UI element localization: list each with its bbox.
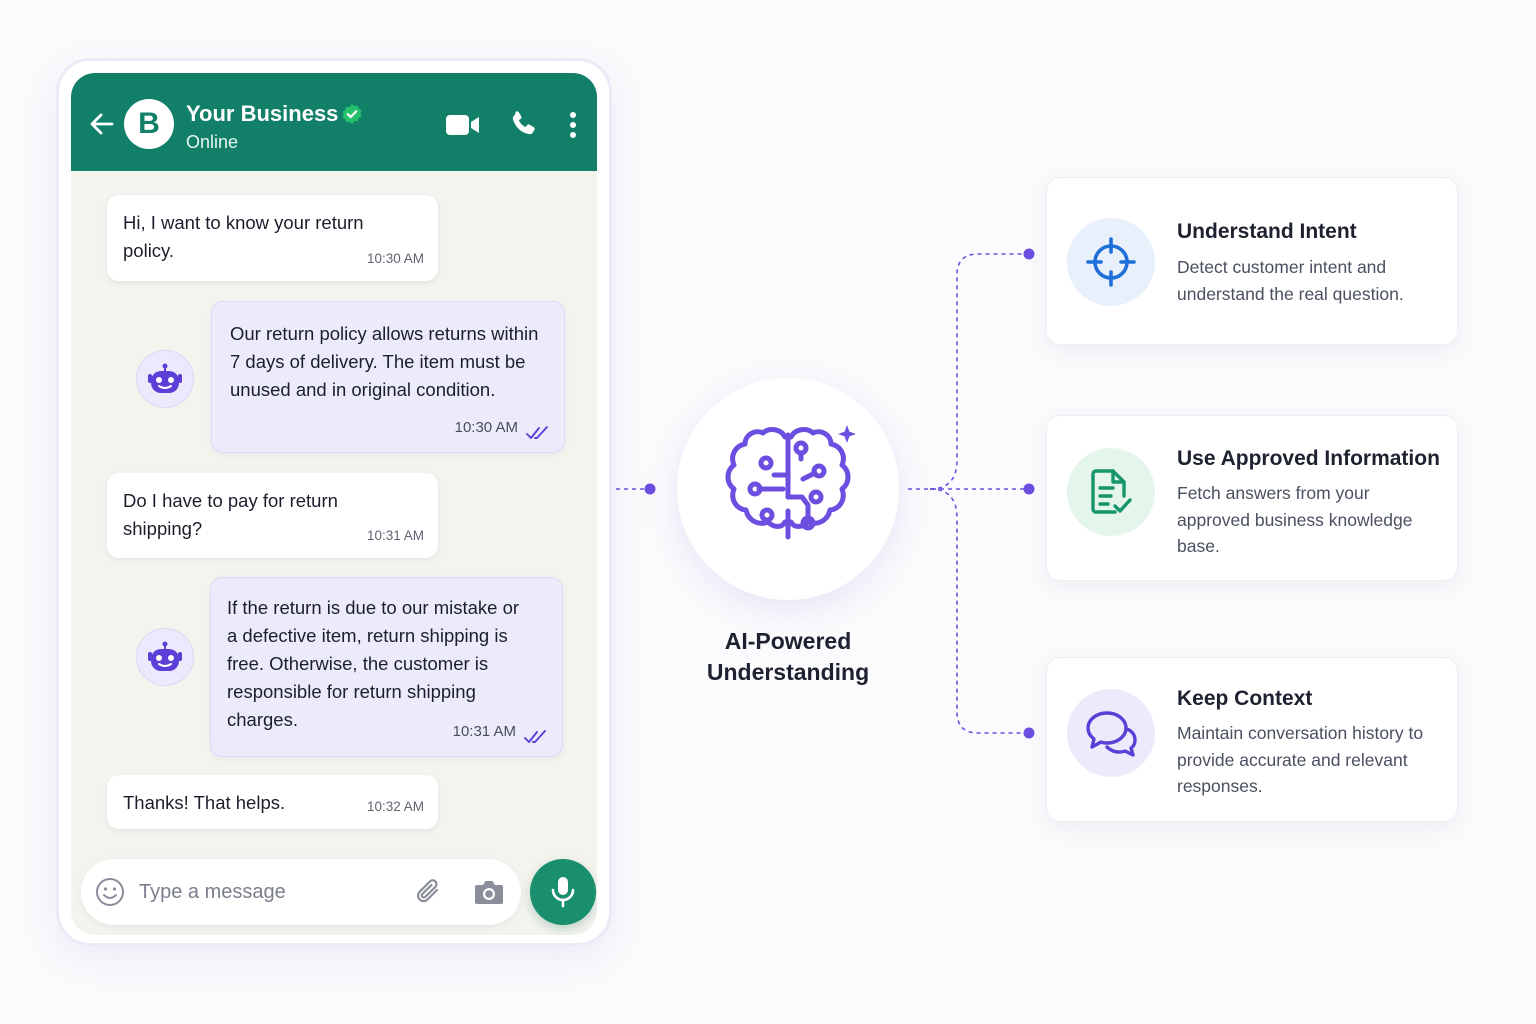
- chat-bubbles-icon: [1086, 711, 1137, 757]
- emoji-icon[interactable]: [95, 877, 125, 907]
- message-input[interactable]: [139, 879, 399, 905]
- microphone-icon: [551, 877, 575, 908]
- icon-circle: [1067, 448, 1155, 536]
- more-options-icon[interactable]: [567, 111, 579, 139]
- bot-message: Our return policy allows returns within …: [211, 301, 565, 453]
- icon-circle: [1067, 689, 1155, 777]
- card-description: Maintain conversation history to provide…: [1177, 723, 1424, 796]
- message-time: 10:30 AM: [454, 419, 518, 436]
- ai-brain-node: [677, 378, 899, 600]
- message-time: 10:31 AM: [452, 723, 516, 740]
- label-line-2: Understanding: [706, 659, 870, 685]
- camera-icon[interactable]: [473, 877, 505, 907]
- chat-header: B Your Business Online: [71, 73, 597, 171]
- crosshair-icon: [1086, 237, 1136, 287]
- feature-card-approved-information: Use Approved Information Fetch answers f…: [1046, 415, 1458, 581]
- card-description: Detect customer intent and understand th…: [1177, 257, 1404, 304]
- message-input-bar: [81, 859, 521, 925]
- bot-avatar: [136, 350, 194, 408]
- message-text: Hi, I want to know your return policy.: [123, 212, 364, 261]
- verified-badge-icon: [342, 104, 362, 124]
- message-time: 10:30 AM: [366, 251, 424, 266]
- paperclip-icon[interactable]: [413, 876, 445, 908]
- message-time: 10:32 AM: [366, 799, 424, 814]
- icon-circle: [1067, 218, 1155, 306]
- chat-screen: B Your Business Online Hi, I want to kno…: [71, 73, 597, 935]
- brain-circuit-icon: [725, 425, 856, 540]
- document-check-icon: [1091, 469, 1132, 514]
- feature-card-keep-context: Keep Context Maintain conversation histo…: [1046, 657, 1458, 822]
- read-receipt-icon: [524, 730, 546, 743]
- phone-mockup: B Your Business Online Hi, I want to kno…: [56, 58, 612, 946]
- customer-message: Do I have to pay for return shipping? 10…: [107, 473, 438, 558]
- message-text: Thanks! That helps.: [123, 792, 286, 813]
- message-text: Do I have to pay for return shipping?: [123, 490, 338, 539]
- business-name[interactable]: Your Business: [186, 101, 339, 126]
- business-avatar[interactable]: B: [124, 99, 174, 149]
- bot-avatar: [136, 628, 194, 686]
- message-time: 10:31 AM: [366, 528, 424, 543]
- online-status: Online: [186, 132, 239, 152]
- back-arrow-icon[interactable]: [89, 111, 115, 137]
- card-description: Fetch answers from your approved busines…: [1177, 483, 1413, 556]
- customer-message: Hi, I want to know your return policy. 1…: [107, 195, 438, 281]
- voice-call-icon[interactable]: [509, 109, 539, 139]
- label-line-1: AI-Powered: [724, 628, 852, 654]
- card-title: Keep Context: [1177, 687, 1313, 710]
- card-title: Understand Intent: [1177, 220, 1357, 243]
- customer-message: Thanks! That helps. 10:32 AM: [107, 775, 438, 829]
- feature-card-understand-intent: Understand Intent Detect customer intent…: [1046, 177, 1458, 345]
- message-text: If the return is due to our mistake or a…: [227, 597, 520, 730]
- bot-message: If the return is due to our mistake or a…: [210, 577, 563, 757]
- robot-icon: [148, 363, 182, 393]
- mic-button[interactable]: [530, 859, 596, 925]
- message-text: Our return policy allows returns within …: [230, 323, 539, 400]
- card-title: Use Approved Information: [1177, 447, 1440, 470]
- read-receipt-icon: [526, 426, 548, 439]
- video-call-icon[interactable]: [445, 113, 481, 137]
- robot-icon: [148, 641, 182, 671]
- ai-understanding-label: AI-Powered Understanding: [676, 626, 900, 688]
